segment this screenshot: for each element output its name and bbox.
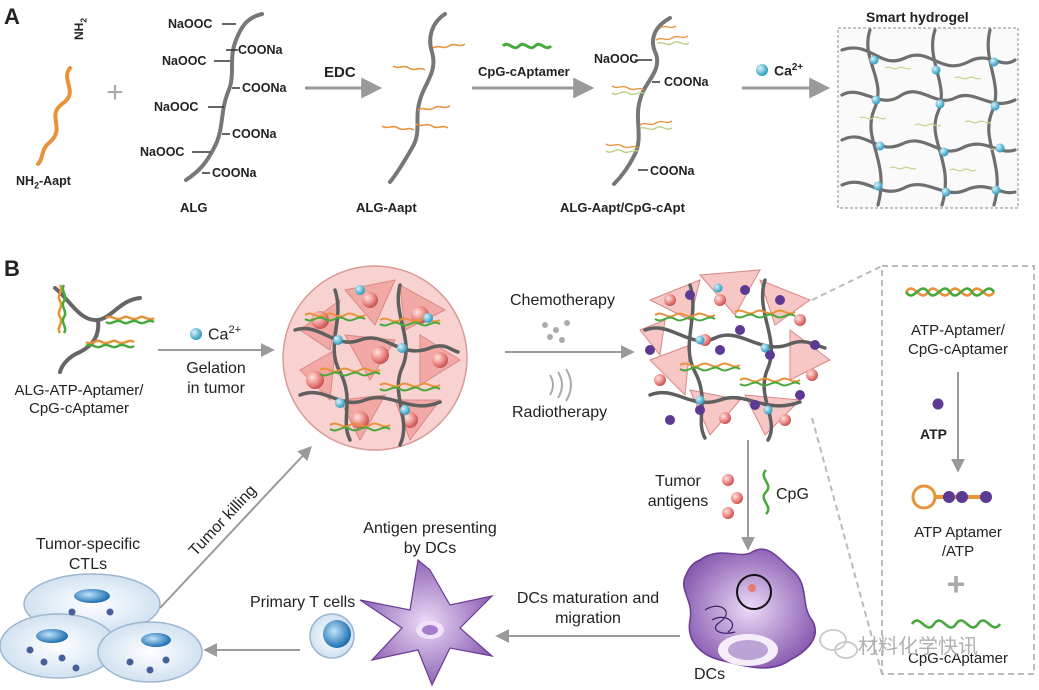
- alg-aapt-cpg-pendants: [605, 25, 690, 154]
- cpg-strand-icon: [762, 469, 770, 515]
- zoom-line-bottom: [811, 417, 883, 675]
- treated-tumor: [639, 269, 831, 442]
- cpg-captamer-label-a: CpG-cAptamer: [478, 64, 570, 79]
- gelation-label-2: in tumor: [187, 380, 245, 397]
- calcium-ion-icon-b: [190, 328, 202, 340]
- atp-aptamer-complex-icon: [911, 484, 992, 510]
- dcs-maturation-label-2: migration: [555, 610, 621, 627]
- alg-aapt-backbone: [388, 12, 447, 184]
- alg-aapt-cpg-bonds: [635, 59, 660, 171]
- plus-sign-a: +: [106, 76, 124, 109]
- arrow-tumor-killing: [159, 445, 312, 609]
- smart-hydrogel-crosslinks: [869, 55, 1005, 197]
- tumor-gel-sphere: [282, 265, 468, 451]
- zoom-line-top: [811, 265, 883, 301]
- coona-1: COONa: [238, 43, 283, 57]
- tumor-specific-ctls-label-2: CTLs: [68, 556, 108, 573]
- ctl-cluster: [0, 573, 203, 683]
- radiation-waves-icon: [549, 368, 572, 402]
- alg-side-bonds: [192, 23, 240, 174]
- atp-aptamer-pair-label-1: ATP-Aptamer/: [911, 322, 1005, 339]
- alg-atp-construct: [53, 284, 155, 374]
- primary-t-cells-label: Primary T cells: [250, 594, 356, 611]
- alg-aapt-pendants: [381, 43, 466, 131]
- tumor-antigens-label-2: antigens: [647, 493, 709, 510]
- radiotherapy-label: Radiotherapy: [512, 404, 608, 421]
- calcium-ion-icon-a: [756, 64, 768, 76]
- atp-molecule-icon: [932, 398, 944, 410]
- nh2-aapt-strand: [36, 66, 72, 166]
- ca-ion-label-a: Ca2+: [774, 62, 804, 79]
- tumor-antigens-icon: [722, 474, 743, 519]
- alg-atp-aptamer-label-1: ALG-ATP-Aptamer/: [14, 382, 144, 399]
- atp-label: ATP: [920, 426, 947, 442]
- antigen-presenting-label-1: Antigen presenting: [363, 520, 497, 537]
- cpg-label: CpG: [776, 486, 809, 503]
- tumor-antigens-label-1: Tumor: [655, 473, 701, 490]
- plus-sign-b: +: [946, 566, 966, 602]
- panel-b-label: B: [4, 256, 20, 281]
- tumor-specific-ctls-label-1: Tumor-specific: [35, 536, 141, 553]
- cpg-captamer-strand: [501, 42, 553, 50]
- naooc-5: NaOOC: [594, 52, 639, 66]
- alg-aapt-cpg-backbone: [612, 16, 672, 186]
- coona-5: COONa: [664, 75, 709, 89]
- ca-ion-label-b: Ca2+: [208, 324, 242, 344]
- chemo-dots-icon: [542, 320, 570, 343]
- atp-aptamer-atp-label-2: /ATP: [941, 543, 975, 560]
- alg-label: ALG: [180, 200, 208, 215]
- gelation-label-1: Gelation: [186, 360, 246, 377]
- dcs-maturation-label-1: DCs maturation and: [516, 590, 660, 607]
- nh2-aapt-label: NH2-Aapt: [16, 174, 71, 191]
- alg-atp-aptamer-label-2: CpG-cAptamer: [28, 400, 130, 417]
- naooc-2: NaOOC: [162, 54, 207, 68]
- atp-duplex-green: [904, 287, 996, 297]
- naooc-1: NaOOC: [168, 17, 213, 31]
- coona-3: COONa: [232, 127, 277, 141]
- coona-2: COONa: [242, 81, 287, 95]
- atp-detail-box: [881, 265, 1035, 675]
- atp-aptamer-atp-label-1: ATP Aptamer: [914, 524, 1002, 541]
- dc-cell: [683, 548, 816, 669]
- cpg-captamer-free-strand: [910, 619, 1002, 629]
- chemotherapy-label: Chemotherapy: [510, 292, 615, 309]
- coona-4: COONa: [212, 166, 257, 180]
- wechat-logo-icon: [819, 629, 858, 659]
- alg-aapt-label: ALG-Aapt: [356, 200, 417, 215]
- naooc-4: NaOOC: [140, 145, 185, 159]
- alg-aapt-cpg-label: ALG-Aapt/CpG-cApt: [560, 200, 685, 215]
- nh2-tag: NH2: [72, 18, 88, 40]
- naooc-3: NaOOC: [154, 100, 199, 114]
- atp-aptamer-pair-label-2: CpG-cAptamer: [907, 341, 1009, 358]
- alg-backbone: [184, 12, 264, 182]
- panel-a-label: A: [4, 4, 20, 29]
- smart-hydrogel-title: Smart hydrogel: [866, 9, 969, 25]
- coona-6: COONa: [650, 164, 695, 178]
- cpg-captamer-label-b: CpG-cAptamer: [907, 650, 1009, 667]
- edc-label: EDC: [324, 64, 356, 81]
- antigen-presenting-label-2: by DCs: [403, 540, 457, 557]
- nh2-tag-text: NH2: [72, 17, 89, 40]
- smart-hydrogel-network: [840, 28, 1017, 207]
- watermark-text: 材料化学快讯: [858, 634, 978, 658]
- dcs-label: DCs: [694, 666, 726, 683]
